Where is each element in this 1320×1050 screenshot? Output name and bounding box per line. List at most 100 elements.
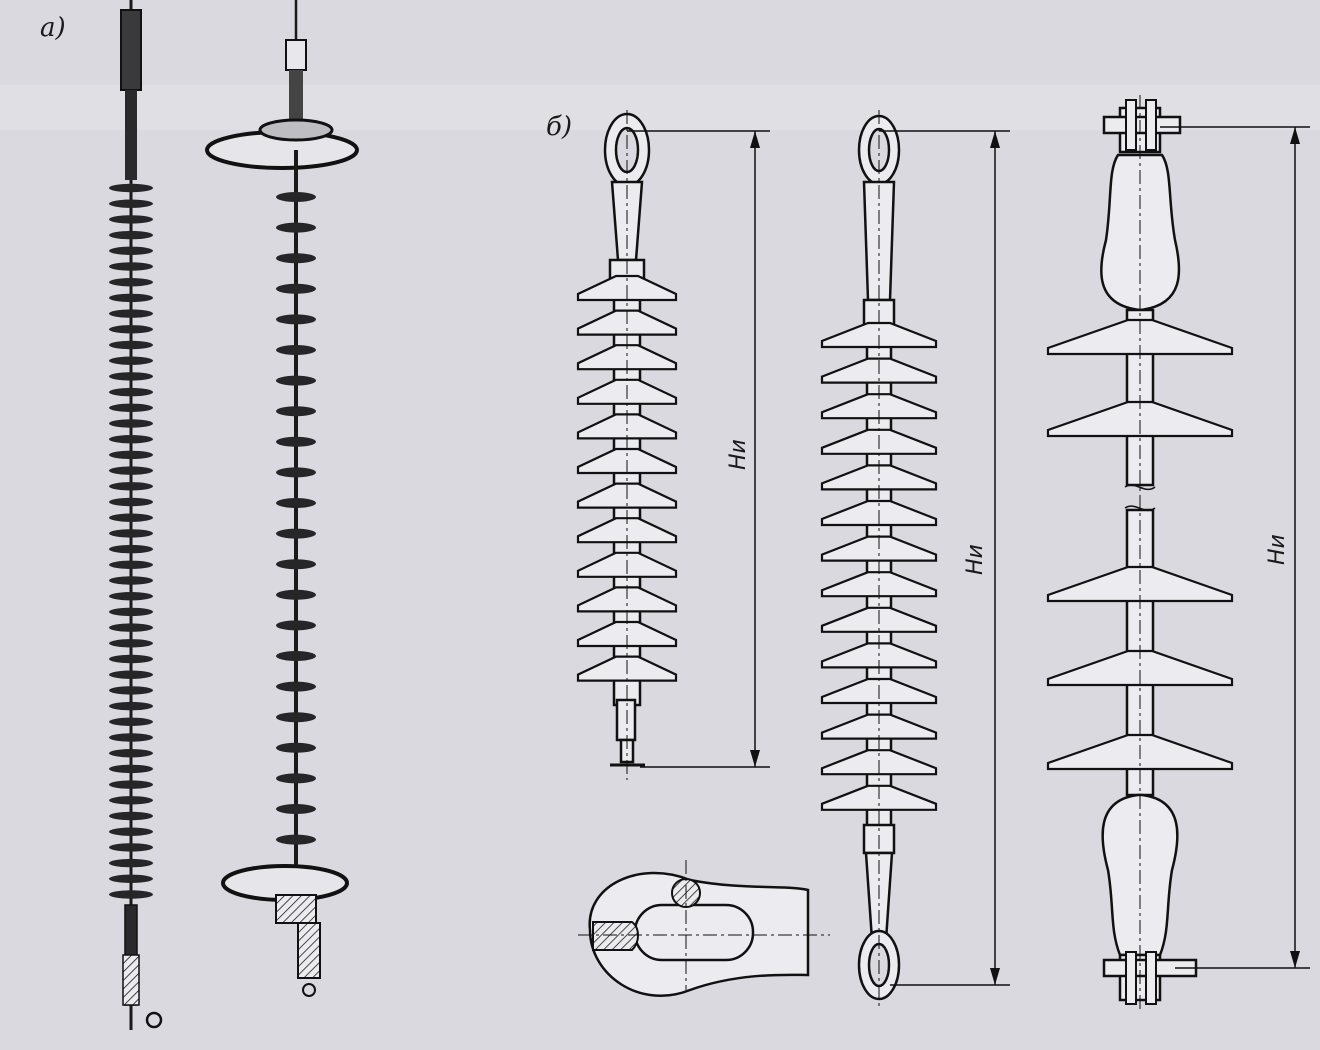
part-a-label: а)	[40, 13, 66, 43]
a1-shed	[109, 607, 153, 617]
a2-shed	[276, 528, 316, 539]
a1-shed	[109, 372, 153, 381]
a2-shed	[276, 314, 316, 325]
a1-shed	[109, 529, 153, 538]
a1-shed	[109, 293, 153, 303]
a1-shed	[109, 230, 153, 240]
insulator-b3: Hи	[1046, 95, 1310, 1010]
insulator-a2	[205, 0, 359, 997]
a1-shed-group	[109, 183, 153, 899]
a1-top-fitting	[120, 9, 142, 91]
a1-shed	[109, 497, 153, 507]
b3-bottom-nut-left	[1125, 951, 1137, 1005]
a1-shed	[109, 654, 153, 664]
a1-shed	[109, 858, 153, 868]
a1-shed	[109, 544, 153, 554]
eye-detail-section	[578, 860, 830, 997]
a1-shed	[109, 466, 153, 475]
b1-height-label: Hи	[726, 439, 751, 470]
b1-shed	[576, 586, 678, 613]
b1-shed	[576, 620, 678, 648]
a2-bottom-fitting	[297, 922, 321, 979]
b3-top-nut-left	[1125, 99, 1137, 151]
b3-top-bolt	[1102, 115, 1182, 135]
a2-shed	[276, 804, 316, 814]
b3-dim-arrow-bottom	[1290, 951, 1300, 968]
a2-shed	[276, 589, 316, 600]
a1-shed	[109, 340, 153, 350]
a2-shed	[276, 192, 316, 202]
a2-shed	[276, 681, 316, 692]
a2-shed	[276, 436, 316, 447]
a1-shed	[109, 403, 153, 412]
a2-shed	[276, 742, 316, 753]
detail-slot	[633, 903, 755, 962]
a1-shed	[109, 811, 153, 821]
a1-upper-sleeve	[125, 90, 137, 180]
a2-shed	[276, 620, 316, 631]
a2-shed	[276, 375, 316, 386]
b2-shed	[820, 571, 938, 598]
part-b-label: б)	[546, 112, 572, 142]
a1-shed	[109, 670, 153, 679]
b1-shed	[576, 413, 678, 440]
b3-shed	[1046, 318, 1234, 356]
a2-shed	[276, 559, 316, 570]
b3-shed	[1046, 400, 1234, 438]
a1-shed	[109, 325, 153, 334]
scan-band	[0, 85, 1320, 130]
a2-top-clevis	[285, 39, 307, 71]
a1-bottom-fitting	[122, 954, 140, 1006]
b2-shed	[820, 464, 938, 491]
insulator-a1	[109, 0, 163, 1030]
b2-dim-arrow-bottom	[990, 968, 1000, 985]
a1-shed	[109, 246, 153, 255]
b3-break-top	[1124, 484, 1156, 491]
a2-shed	[276, 498, 316, 508]
b3-height-label: Hи	[1265, 534, 1290, 565]
a1-shed	[109, 215, 153, 224]
a1-shed	[109, 576, 153, 585]
b1-lower-fitting	[615, 698, 637, 742]
a1-shed	[109, 183, 153, 193]
a2-shed	[276, 345, 316, 355]
b3-bottom-nut-right	[1145, 951, 1157, 1005]
b1-dim-arrow-bottom	[750, 750, 760, 767]
b1-shed	[576, 344, 678, 371]
b1-dim-arrow-top	[750, 131, 760, 148]
a2-shed	[276, 406, 316, 417]
a1-shed	[109, 890, 153, 899]
b3-dim-arrow-top	[1290, 127, 1300, 144]
a2-shed	[276, 253, 316, 264]
a1-shed	[109, 560, 153, 569]
a2-top-link	[289, 70, 303, 120]
detail-pin-section	[592, 921, 639, 951]
a2-shed	[276, 467, 316, 478]
a2-end-eye	[302, 983, 316, 997]
a1-shed	[109, 482, 153, 491]
a1-shed	[109, 874, 153, 883]
b3-top-nut-right	[1145, 99, 1157, 151]
a1-shed	[109, 309, 153, 318]
a1-shed	[109, 796, 153, 805]
a1-shed	[109, 623, 153, 632]
b2-shed	[820, 713, 938, 740]
a2-shed	[276, 712, 316, 723]
a1-shed	[109, 827, 153, 836]
a2-shed	[276, 773, 316, 784]
insulator-b2: Hи	[820, 110, 1010, 1010]
b3-shed	[1046, 649, 1234, 687]
a2-shed-group	[276, 192, 316, 845]
a1-shed	[109, 262, 153, 271]
a1-shed	[109, 278, 153, 287]
a1-shed	[109, 717, 153, 726]
b2-height-label: Hи	[963, 544, 988, 575]
a1-shed	[109, 749, 153, 758]
a2-top-ring-hub	[258, 118, 334, 142]
a1-shed	[109, 419, 153, 428]
a1-shed	[109, 199, 153, 208]
b2-shed	[820, 393, 938, 420]
a1-end-eye	[145, 1011, 163, 1029]
